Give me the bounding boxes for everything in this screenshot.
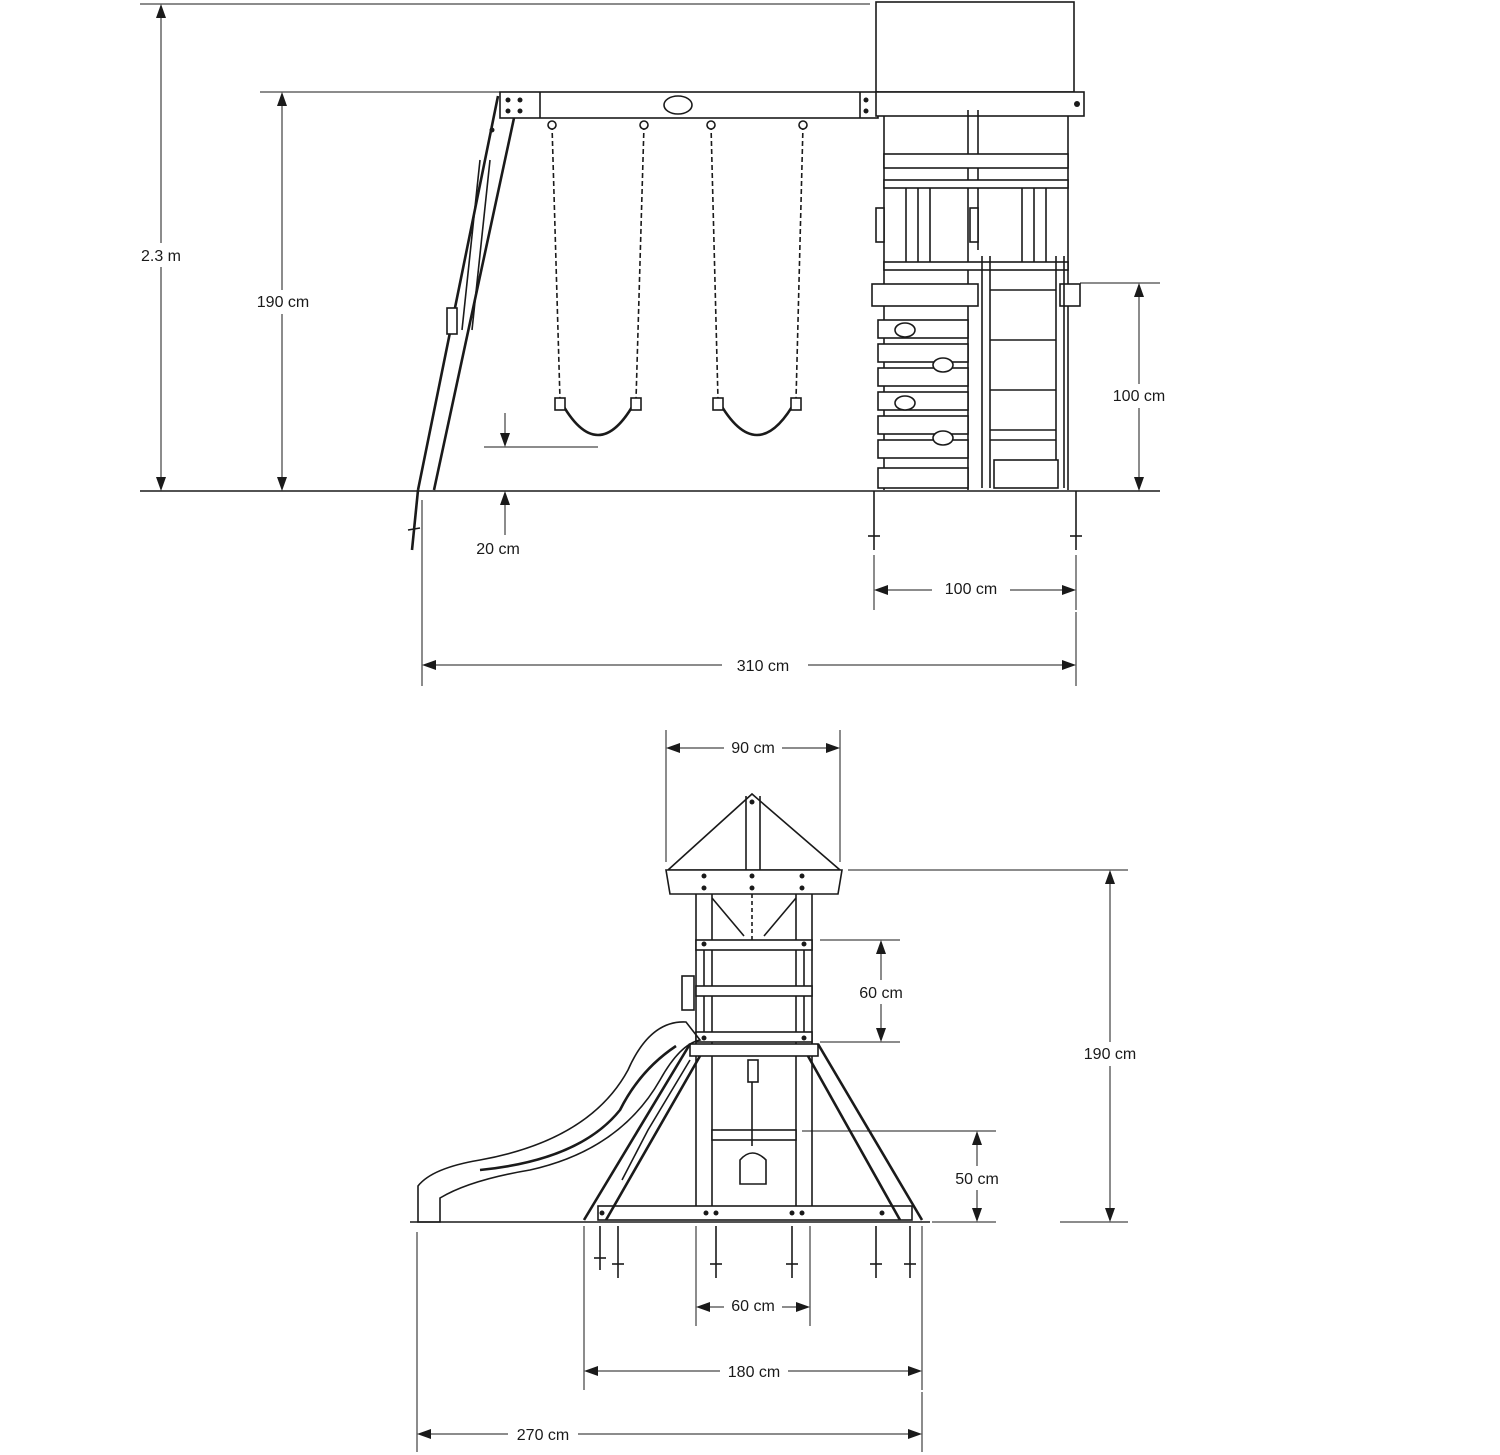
beam-logo-plate <box>663 95 693 115</box>
label-wall-panel-height: 60 cm <box>859 985 903 1002</box>
dim-frame-base-width: 180 cm <box>583 1226 923 1390</box>
climbing-rock <box>932 430 954 446</box>
front-view: 90 cm 60 cm 190 cm <box>410 730 1146 1452</box>
dim-tower-width: 100 cm <box>873 555 1077 610</box>
label-beam-height: 190 cm <box>257 294 309 311</box>
label-tower-width: 100 cm <box>945 581 997 598</box>
label-inner-base-width: 60 cm <box>731 1298 775 1315</box>
label-platform-height: 100 cm <box>1113 388 1165 405</box>
tower-support-legs <box>582 1043 924 1221</box>
label-seat-clearance: 20 cm <box>476 541 520 558</box>
dim-wall-panel-height: 60 cm <box>820 939 912 1043</box>
tire-swing-bucket <box>739 1152 767 1185</box>
label-lower-bar-height: 50 cm <box>955 1171 999 1188</box>
dim-seat-clearance: 20 cm <box>476 413 520 558</box>
dim-platform-height: 100 cm <box>1100 283 1180 491</box>
dim-total-width-side: 310 cm <box>421 500 1077 686</box>
side-view: 2.3 m 190 cm 100 cm 20 cm <box>128 1 1180 686</box>
swing-top-beam <box>489 91 879 133</box>
label-total-height: 2.3 m <box>141 248 181 265</box>
label-total-width-side: 310 cm <box>737 658 789 675</box>
dim-inner-base-width: 60 cm <box>695 1226 811 1326</box>
label-total-width-front: 270 cm <box>517 1427 569 1444</box>
dim-total-height: 2.3 m <box>128 4 194 491</box>
swing-right <box>706 120 808 437</box>
tower-roof-front <box>665 792 843 895</box>
swing-a-frame-leg <box>407 95 516 551</box>
label-frame-base-width: 180 cm <box>728 1364 780 1381</box>
swing-left <box>547 120 649 437</box>
label-roof-width: 90 cm <box>731 740 775 757</box>
climbing-rock <box>932 357 954 373</box>
label-tower-height: 190 cm <box>1084 1046 1136 1063</box>
slide <box>417 1021 702 1223</box>
dim-tower-height: 190 cm <box>848 869 1146 1223</box>
tower-frame-front <box>597 894 913 1221</box>
dim-roof-width: 90 cm <box>665 730 841 862</box>
dim-lower-bar-height: 50 cm <box>802 1130 1008 1223</box>
dim-total-width-front: 270 cm <box>416 1232 923 1452</box>
climbing-rock <box>894 322 916 338</box>
climbing-rock <box>894 395 916 411</box>
dim-beam-height: 190 cm <box>246 92 318 491</box>
play-tower-side <box>868 1 1085 550</box>
ground-stakes <box>594 1226 916 1278</box>
